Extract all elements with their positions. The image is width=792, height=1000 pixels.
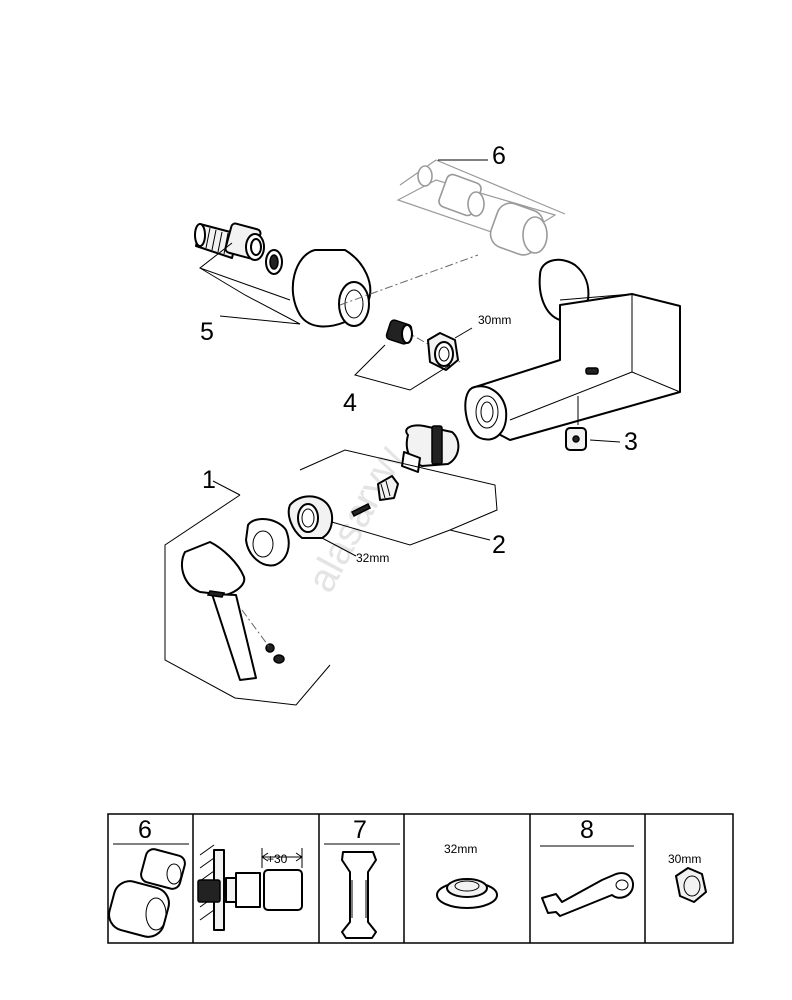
table-number-3: 7	[353, 816, 367, 844]
cartridge-adapter	[377, 475, 399, 501]
callout-4: 4	[343, 389, 357, 417]
table-cell-wall-distance: +30	[197, 844, 303, 931]
callout-leader-2	[449, 529, 491, 541]
table-number-1: 6	[138, 816, 152, 844]
group-1-bracket	[164, 494, 331, 706]
group-4-bracket	[354, 344, 451, 391]
eccentric-connector	[194, 222, 265, 261]
group-2-bracket	[299, 449, 498, 546]
nut-dimension-leader	[321, 537, 357, 557]
table-cell-nut-32mm: 32mm	[436, 842, 498, 909]
callout-leader-1	[212, 480, 241, 496]
rubber-washer	[265, 249, 283, 275]
group-5-bracket	[198, 242, 301, 325]
lever-handle	[181, 541, 257, 681]
nut-32mm	[287, 495, 334, 539]
cap-nut-30mm	[427, 332, 459, 371]
table-cell-extension-tool: 7	[324, 816, 400, 939]
fixing-screw	[350, 502, 372, 518]
handle-sleeve	[245, 518, 290, 567]
brand-badge	[585, 367, 599, 375]
cap-nut-dimension: 30mm	[478, 313, 511, 327]
table-cell-wrench: 8	[540, 816, 634, 917]
cartridge	[401, 424, 460, 473]
parts-table-frame	[107, 813, 734, 944]
callout-1: 1	[202, 466, 216, 494]
table-dimension-6: 30mm	[668, 852, 701, 866]
parts-table-dividers	[192, 814, 646, 943]
callout-leader-3	[589, 439, 621, 443]
table-dimension-2: +30	[267, 852, 288, 866]
axis-line-handle	[241, 609, 271, 649]
mixer-body	[464, 258, 681, 441]
parts-table: 6 +30 7 32mm	[107, 813, 734, 944]
callout-3: 3	[624, 428, 638, 456]
wall-flange	[291, 249, 372, 328]
table-cell-cap-nut-30mm: 30mm	[668, 852, 707, 903]
callout-2: 2	[492, 531, 506, 559]
handle-grub-screw	[265, 643, 285, 664]
nut-dimension: 32mm	[356, 551, 389, 565]
grub-screw	[565, 427, 587, 451]
union-fitting	[385, 319, 413, 345]
cap-nut-dimension-leader	[454, 327, 473, 339]
table-cell-extension: 6	[108, 816, 189, 938]
table-dimension-4: 32mm	[444, 842, 477, 856]
callout-6: 6	[492, 142, 506, 170]
callout-5: 5	[200, 318, 214, 346]
table-number-5: 8	[580, 816, 594, 844]
extension-set-illustration	[396, 159, 566, 256]
